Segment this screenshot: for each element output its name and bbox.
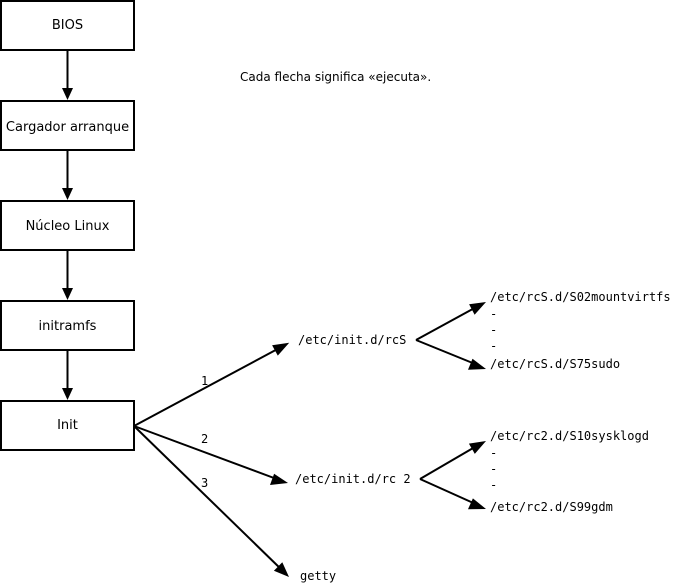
arrow-loader-to-kernel: [62, 150, 73, 200]
box-kernel-label: Núcleo Linux: [26, 219, 110, 234]
edge-label-3: 3: [201, 476, 208, 490]
arrow-initramfs-to-init: [62, 350, 73, 400]
rc2-dot: -: [490, 446, 497, 460]
target-rcs: /etc/init.d/rcS: [298, 333, 406, 347]
rcs-dot: -: [490, 339, 497, 353]
rcs-dot: -: [490, 323, 497, 337]
rcs-script-last: /etc/rcS.d/S75sudo: [490, 357, 620, 371]
rc2-script-first: /etc/rc2.d/S10sysklogd: [490, 429, 649, 443]
edge-label-1: 1: [201, 374, 208, 388]
box-bios-label: BIOS: [52, 18, 83, 33]
arrow-init-to-rc2: [133, 425, 288, 485]
target-rc2: /etc/init.d/rc 2: [295, 472, 411, 486]
edge-label-2: 2: [201, 432, 208, 446]
box-bootloader-label: Cargador arranque: [6, 120, 129, 135]
rcs-dot: -: [490, 307, 497, 321]
target-getty: getty: [300, 569, 336, 583]
arrow-rc2-to-last: [419, 478, 486, 510]
arrow-rc2-to-first: [419, 441, 486, 480]
rc2-script-last: /etc/rc2.d/S99gdm: [490, 500, 613, 514]
box-initramfs-label: initramfs: [39, 319, 97, 334]
arrow-bios-to-loader: [62, 50, 73, 100]
rc2-dot: -: [490, 462, 497, 476]
box-kernel: Núcleo Linux: [0, 200, 135, 251]
rcs-script-first: /etc/rcS.d/S02mountvirtfs: [490, 290, 671, 304]
box-init-label: Init: [57, 418, 78, 433]
legend-note: Cada flecha significa «ejecuta».: [240, 70, 431, 84]
rc2-dot: -: [490, 478, 497, 492]
box-bios: BIOS: [0, 0, 135, 51]
arrow-init-to-getty: [133, 425, 289, 577]
box-init: Init: [0, 400, 135, 451]
box-initramfs: initramfs: [0, 300, 135, 351]
box-bootloader: Cargador arranque: [0, 100, 135, 151]
arrow-init-to-rcs: [133, 342, 290, 427]
arrow-rcs-to-last: [415, 339, 486, 370]
arrow-rcs-to-first: [415, 302, 486, 341]
arrow-kernel-to-initramfs: [62, 250, 73, 300]
